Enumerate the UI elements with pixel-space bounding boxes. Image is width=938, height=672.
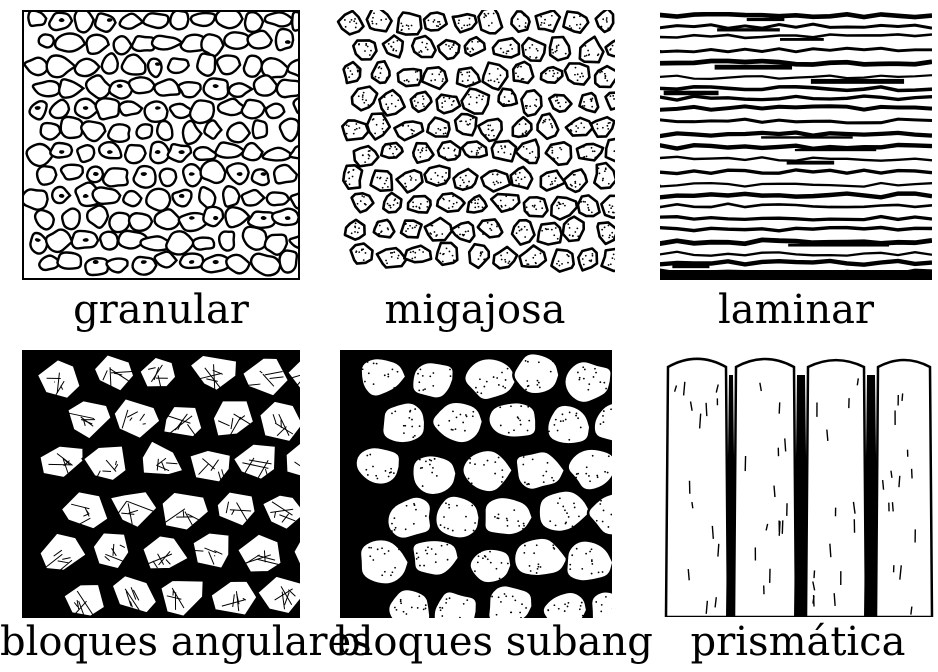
label-prismatica: prismática: [662, 622, 934, 662]
label-migajosa: migajosa: [335, 290, 615, 330]
panel-prismatica: [662, 345, 934, 617]
subangular-blocky-texture: [340, 350, 612, 618]
label-bloques-subang: bloques subang: [335, 622, 617, 662]
panel-bloques-angulares: [22, 350, 300, 618]
crumb-texture: [335, 10, 615, 280]
panel-laminar: [660, 12, 932, 280]
panel-migajosa: [335, 10, 615, 280]
angular-blocky-texture: [22, 350, 300, 618]
label-granular: granular: [22, 290, 300, 330]
panel-bloques-subang: [340, 350, 612, 618]
granular-texture: [22, 10, 300, 280]
prismatic-texture: [662, 345, 934, 617]
label-laminar: laminar: [660, 290, 932, 330]
platy-texture: [660, 12, 932, 280]
label-bloques-angulares: bloques angulares: [0, 622, 322, 662]
panel-granular: [22, 10, 300, 280]
